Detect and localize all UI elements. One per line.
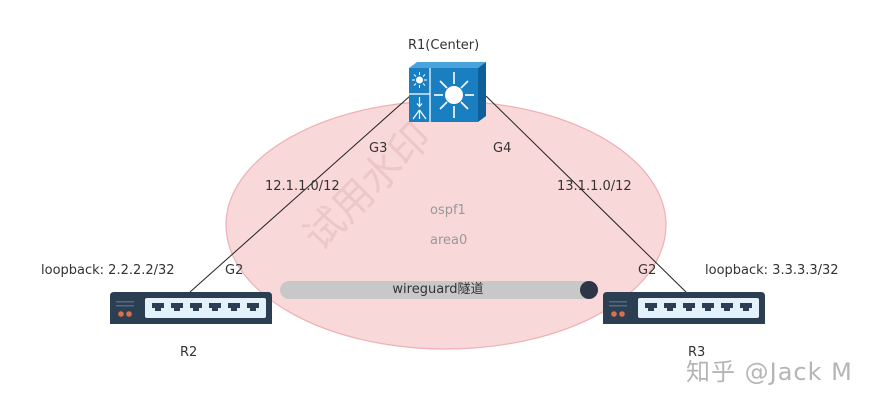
zhihu-watermark: 知乎 @Jack M: [686, 358, 853, 386]
r2-switch-icon[interactable]: [110, 292, 272, 324]
ospf-process-label: ospf1: [430, 203, 466, 218]
r2-label: R2: [180, 345, 198, 360]
r2-interface-g2: G2: [225, 263, 244, 278]
r2-loopback-label: loopback: 2.2.2.2/32: [41, 263, 175, 278]
ospf-area-label: area0: [430, 233, 468, 248]
r3-interface-g2: G2: [638, 263, 657, 278]
r1-interface-g4: G4: [493, 141, 512, 156]
subnet-r1-r3: 13.1.1.0/12: [557, 179, 632, 194]
r1-label: R1(Center): [408, 38, 480, 53]
link-r1-r2: [189, 95, 411, 293]
wireguard-tunnel[interactable]: wireguard隧道: [280, 281, 596, 299]
tunnel-endpoint: [580, 281, 598, 299]
r3-loopback-label: loopback: 3.3.3.3/32: [705, 263, 839, 278]
r3-label: R3: [688, 345, 706, 360]
r1-switch-icon[interactable]: [409, 62, 486, 122]
link-r1-r3: [485, 95, 687, 293]
r3-switch-icon[interactable]: [603, 292, 765, 324]
tunnel-label: wireguard隧道: [392, 282, 484, 297]
subnet-r1-r2: 12.1.1.0/12: [265, 179, 340, 194]
r1-interface-g3: G3: [369, 141, 388, 156]
